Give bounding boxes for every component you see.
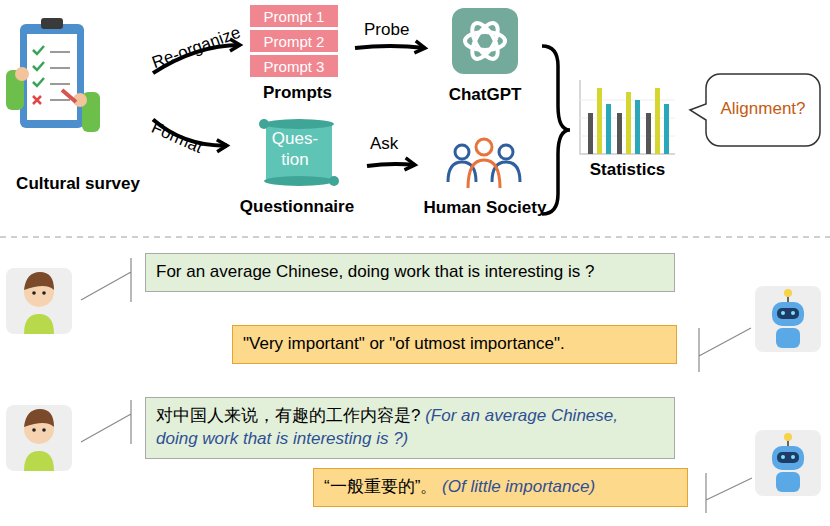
separator (0, 236, 830, 238)
edge-label: Format (148, 118, 205, 158)
node-text: Prompt 3 (264, 58, 325, 75)
alignment-bubble: Alignment? (708, 78, 818, 142)
user-avatar (6, 405, 72, 471)
clipboard-icon (6, 18, 100, 132)
bar-chart (580, 80, 675, 154)
node-text: (Of little importance) (442, 477, 595, 496)
edge-label: Ask (370, 134, 398, 154)
chatgpt-node: ChatGPT (427, 5, 543, 105)
user-avatar (6, 268, 72, 334)
node-text: Ques- tion (265, 128, 325, 171)
node-text: Human Society (417, 198, 553, 218)
questionnaire-node: Ques- tionQuestionnaire (229, 115, 365, 217)
robot-avatar (755, 430, 821, 496)
flow-arrow (355, 46, 425, 48)
edge-label: Probe (364, 20, 409, 40)
node-text: Prompt 1 (264, 8, 325, 25)
node-text: Statistics (567, 160, 688, 180)
survey-node: Cultural survey (5, 8, 151, 194)
prompt-box: Prompt 2 (250, 30, 338, 52)
scroll-icon (259, 119, 339, 186)
node-text: Cultural survey (5, 174, 151, 194)
people-icon (448, 139, 520, 188)
speech-bubble (690, 74, 820, 146)
brace (542, 46, 570, 214)
node-text: “一般重要的”。 (324, 477, 437, 496)
edge-label: Re-organize (149, 23, 243, 73)
question-bubble: For an average Chinese, doing work that … (145, 253, 675, 292)
node-text: Alignment? (708, 99, 818, 119)
node-text: Prompt 2 (264, 33, 325, 50)
node-text: 对中国人来说，有趣的工作内容是? (156, 406, 420, 425)
node-text: Prompts (242, 83, 353, 103)
node-text: For an average Chinese, doing work that … (156, 262, 594, 281)
node-text: ChatGPT (427, 85, 543, 105)
answer-bubble: “一般重要的”。 (Of little importance) (313, 468, 688, 507)
prompt-box: Prompt 1 (250, 5, 338, 27)
node-text: "Very important" or "of utmost importanc… (243, 334, 565, 353)
chatgpt-logo (452, 8, 518, 74)
prompt-group: Prompts Prompt 1 Prompt 2 Prompt 3 (242, 3, 353, 103)
node-text: Questionnaire (229, 197, 365, 217)
society-node: Human Society (417, 135, 553, 218)
question-bubble: 对中国人来说，有趣的工作内容是? (For an average Chinese… (145, 397, 675, 459)
flow-arrow (367, 164, 415, 166)
bubble-tail (81, 258, 752, 513)
prompt-box: Prompt 3 (250, 55, 338, 77)
robot-avatar (755, 286, 821, 352)
answer-bubble: "Very important" or "of utmost importanc… (232, 325, 677, 364)
statistics-node: Statistics (567, 72, 688, 180)
